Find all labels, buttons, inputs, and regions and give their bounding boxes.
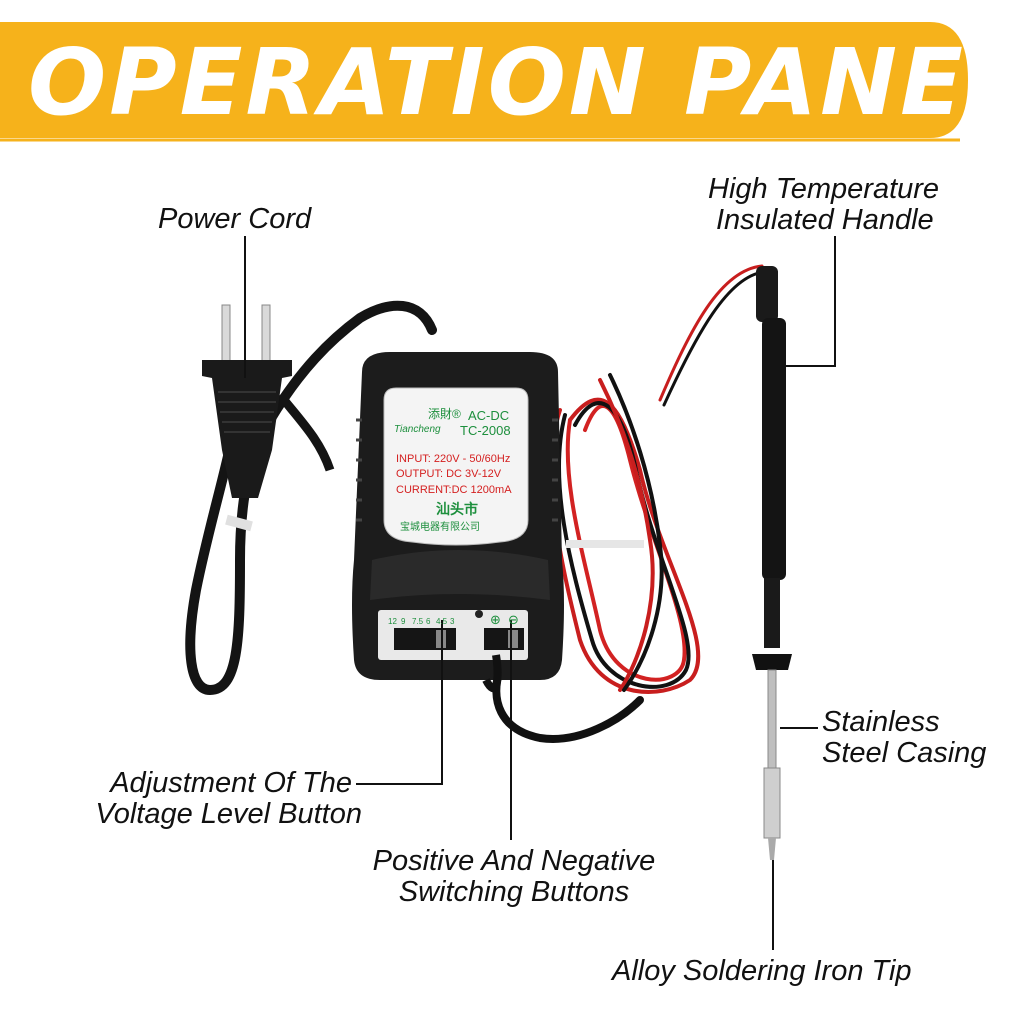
adapter-current: CURRENT:DC 1200mA [396, 484, 512, 496]
cable-tie-right [566, 540, 644, 548]
adapter-label: 添財® Tiancheng AC-DC TC-2008 INPUT: 220V … [388, 406, 519, 627]
voltage-scale-item: 6 [426, 617, 431, 626]
label-voltage: Adjustment Of The Voltage Level Button [72, 768, 362, 830]
adapter-input: INPUT: 220V - 50/60Hz [396, 453, 510, 465]
label-power-cord-text: Power Cord [158, 203, 312, 235]
iron-cable-coil [492, 264, 766, 743]
banner-background [0, 22, 968, 138]
label-switch-line2: Switching Buttons [398, 876, 630, 908]
voltage-scale-item: 9 [401, 617, 406, 626]
adapter-brand-cn: 添財® [428, 406, 461, 421]
iron-tip [768, 838, 776, 860]
polarity-switch-knob[interactable] [508, 630, 518, 648]
adapter-type: AC-DC [468, 408, 509, 423]
callout-lines [244, 236, 836, 950]
label-switch-line1: Positive And Negative [372, 845, 656, 877]
label-handle-line2: Insulated Handle [716, 204, 934, 236]
voltage-slider[interactable] [394, 628, 456, 650]
voltage-scale-item: 12 [388, 617, 397, 626]
banner-title: OPERATION PANEL [28, 29, 1024, 136]
adapter-company: 宝城电器有限公司 [400, 520, 480, 533]
label-voltage-line2: Voltage Level Button [95, 798, 362, 830]
iron-strain-relief [756, 266, 778, 322]
label-casing-line2: Steel Casing [822, 737, 987, 769]
label-voltage-line1: Adjustment Of The [110, 767, 352, 799]
adapter-city: 汕头市 [436, 501, 478, 517]
label-tip-text: Alloy Soldering Iron Tip [612, 955, 912, 987]
voltage-scale-item: 3 [450, 617, 455, 626]
adapter-model: TC-2008 [460, 423, 511, 438]
iron-steel-casing [767, 669, 777, 771]
cable-tie-left [225, 514, 253, 532]
voltage-scale-item: 7.5 [412, 617, 424, 626]
indicator-led [475, 610, 483, 618]
label-casing-line1: Stainless [822, 706, 940, 738]
label-tip: Alloy Soldering Iron Tip [612, 956, 912, 987]
soldering-iron [752, 266, 792, 860]
adapter-output: OUTPUT: DC 3V-12V [396, 468, 502, 480]
label-handle-line1: High Temperature [708, 173, 940, 205]
voltage-scale-item: 4.5 [436, 617, 448, 626]
voltage-scale: 12 9 7.5 6 4.5 3 [388, 617, 455, 626]
plug [202, 304, 292, 498]
polarity-minus-icon: ⊖ [508, 612, 519, 627]
iron-handle [762, 318, 786, 580]
title-banner: OPERATION PANEL [0, 22, 1024, 142]
label-switch: Positive And Negative Switching Buttons [356, 846, 672, 908]
adapter-brand: Tiancheng [394, 424, 441, 435]
label-power-cord: Power Cord [158, 204, 311, 235]
iron-guard [752, 654, 792, 670]
power-adapter [352, 352, 564, 692]
label-casing: Stainless Steel Casing [822, 707, 986, 769]
polarity-plus-icon: ⊕ [490, 612, 501, 627]
power-cord [185, 300, 437, 696]
label-handle: High Temperature Insulated Handle [708, 174, 939, 236]
